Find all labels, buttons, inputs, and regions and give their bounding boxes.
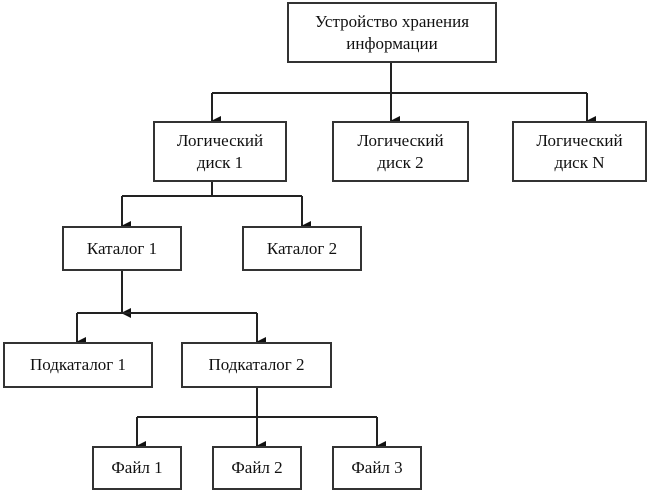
node-subcatalog-1: Подкаталог 1 bbox=[3, 342, 153, 388]
node-logical-disk-1: Логический диск 1 bbox=[153, 121, 287, 182]
node-subcatalog-2: Подкаталог 2 bbox=[181, 342, 332, 388]
node-logical-disk-2: Логический диск 2 bbox=[332, 121, 469, 182]
node-catalog-2: Каталог 2 bbox=[242, 226, 362, 271]
node-file-3: Файл 3 bbox=[332, 446, 422, 490]
node-logical-disk-n: Логический диск N bbox=[512, 121, 647, 182]
node-file-1: Файл 1 bbox=[92, 446, 182, 490]
node-catalog-1: Каталог 1 bbox=[62, 226, 182, 271]
node-file-2: Файл 2 bbox=[212, 446, 302, 490]
node-storage-device: Устройство хранения информации bbox=[287, 2, 497, 63]
